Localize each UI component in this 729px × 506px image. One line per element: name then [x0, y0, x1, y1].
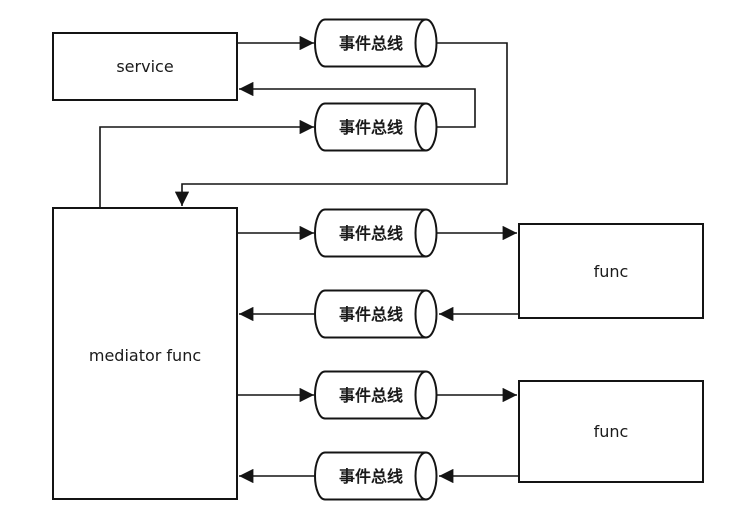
bus3-cylinder-face — [414, 208, 438, 258]
bus4-cylinder-face — [414, 289, 438, 339]
bus3-cylinder-body — [314, 208, 426, 258]
node-mediator: mediator func — [52, 207, 238, 500]
edges — [99, 35, 519, 484]
node-func-top: func — [518, 223, 704, 319]
func-bottom-label: func — [594, 422, 629, 441]
func-top-label: func — [594, 262, 629, 281]
edge-bus1-to-mediator — [174, 42, 508, 206]
edge-bus2-to-service — [239, 81, 476, 128]
service-label: service — [116, 57, 173, 76]
mediator-label: mediator func — [89, 346, 201, 365]
node-service: service — [52, 32, 238, 101]
bus4-label: 事件总线 — [339, 305, 403, 324]
bus4-cylinder-body — [314, 289, 426, 339]
func-top-box — [518, 223, 704, 319]
bus5-cylinder-face — [414, 370, 438, 420]
bus2-cylinder-body — [314, 102, 426, 152]
bus3-label: 事件总线 — [339, 224, 403, 243]
node-bus4: 事件总线 — [314, 289, 438, 339]
bus5-cylinder-body — [314, 370, 426, 420]
bus5-label: 事件总线 — [339, 386, 403, 405]
bus2-cylinder-face — [414, 102, 438, 152]
bus2-label: 事件总线 — [339, 118, 403, 137]
mediator-box — [52, 207, 238, 500]
bus6-cylinder-face — [414, 451, 438, 501]
bus1-cylinder-body — [314, 18, 426, 68]
node-bus5: 事件总线 — [314, 370, 438, 420]
node-bus6: 事件总线 — [314, 451, 438, 501]
func-bottom-box — [518, 380, 704, 483]
edge-mediator-to-bus2 — [99, 119, 314, 208]
bus6-label: 事件总线 — [339, 467, 403, 486]
bus1-cylinder-face — [414, 18, 438, 68]
bus6-cylinder-body — [314, 451, 426, 501]
node-bus2: 事件总线 — [314, 102, 438, 152]
node-bus1: 事件总线 — [314, 18, 438, 68]
node-func-bottom: func — [518, 380, 704, 483]
node-bus3: 事件总线 — [314, 208, 438, 258]
bus1-label: 事件总线 — [339, 34, 403, 53]
service-box — [52, 32, 238, 101]
